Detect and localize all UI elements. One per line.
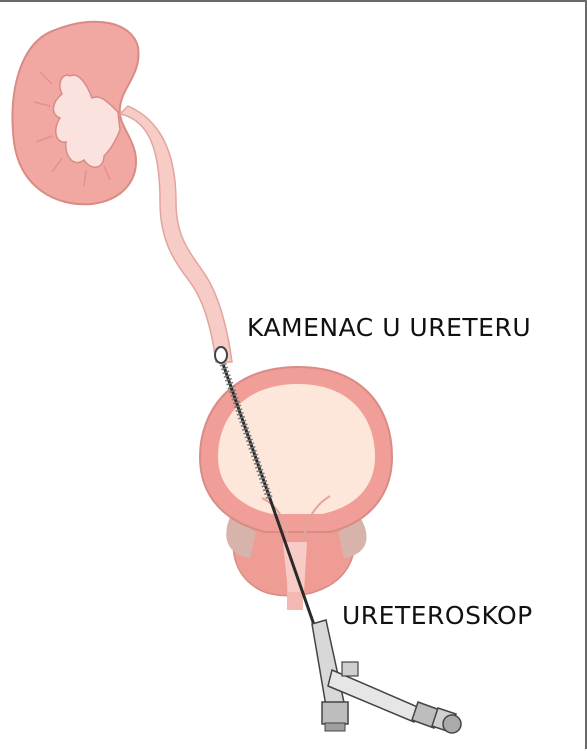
ureteroscope-label: URETEROSKOP: [342, 601, 533, 630]
stone-label: KAMENAC U URETERU: [247, 313, 531, 342]
ureter-icon: [120, 106, 232, 362]
stone-icon: [215, 347, 227, 363]
kidney-icon: [13, 22, 139, 205]
